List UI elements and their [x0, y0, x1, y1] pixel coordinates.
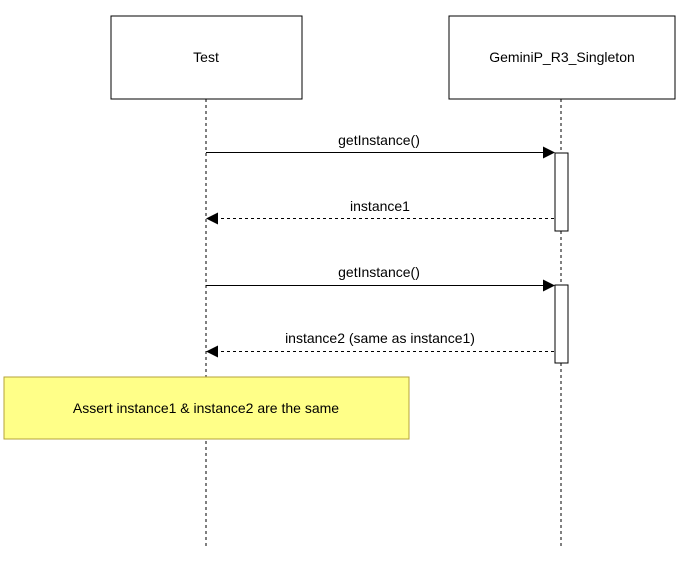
- note-box: [3, 376, 410, 440]
- activation-bar-2: [554, 284, 569, 364]
- assertion-note: Assert instance1 & instance2 are the sam…: [3, 376, 410, 440]
- message-getinstance-2: getInstance(): [206, 264, 555, 292]
- participant-box-test: [110, 15, 303, 100]
- note-text: Assert instance1 & instance2 are the sam…: [73, 400, 339, 416]
- message-label: instance1: [350, 198, 410, 214]
- message-getinstance-1: getInstance(): [206, 132, 555, 159]
- participant-singleton: GeminiP_R3_Singleton: [448, 15, 676, 548]
- message-label: getInstance(): [338, 132, 420, 148]
- participant-label-singleton: GeminiP_R3_Singleton: [489, 49, 635, 65]
- participant-test: Test: [110, 15, 303, 548]
- participant-label-test: Test: [193, 49, 219, 65]
- message-return-instance1: instance1: [206, 198, 554, 225]
- message-return-instance2: instance2 (same as instance1): [206, 330, 554, 358]
- participant-box-singleton: [448, 15, 676, 100]
- activation-bar-1: [554, 152, 569, 232]
- message-label: getInstance(): [338, 264, 420, 280]
- message-label: instance2 (same as instance1): [285, 330, 475, 346]
